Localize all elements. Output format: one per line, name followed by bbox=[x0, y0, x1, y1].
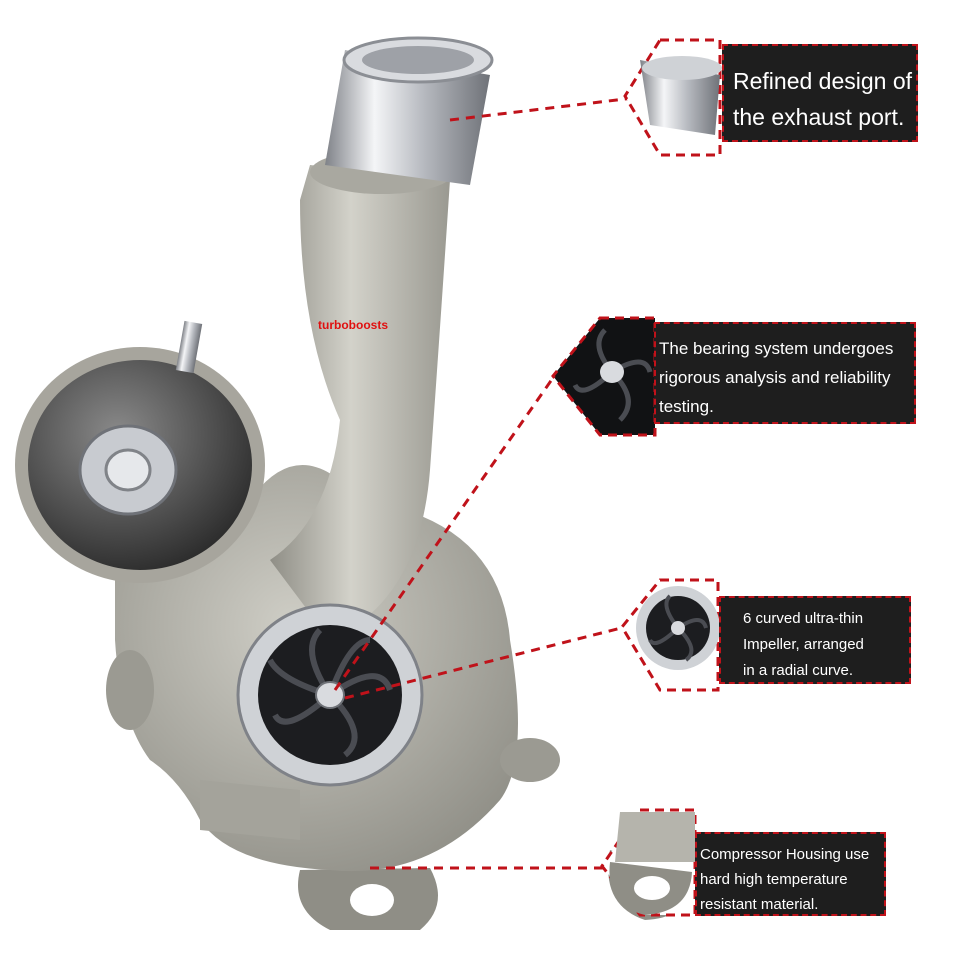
leader-bearing-system bbox=[333, 374, 557, 691]
thumb-exhaust-port bbox=[623, 38, 722, 157]
wastegate-actuator bbox=[15, 320, 265, 583]
impeller-inlet bbox=[236, 603, 424, 787]
thumb-impeller bbox=[620, 578, 720, 692]
exhaust-port bbox=[325, 36, 494, 185]
callout-exhaust-port-text: Refined design of the exhaust port. bbox=[733, 68, 913, 130]
callout-compressor-housing-text: Compressor Housing use hard high tempera… bbox=[700, 846, 870, 913]
leader-lines bbox=[333, 94, 651, 870]
thumb-compressor-housing bbox=[600, 808, 697, 917]
callout-bearing-system-text: The bearing system undergoes rigorous an… bbox=[659, 339, 894, 416]
leader-impeller bbox=[344, 625, 626, 700]
callout-exhaust-port: Refined design of the exhaust port. bbox=[722, 44, 918, 142]
callout-compressor-housing: Compressor Housing use hard high tempera… bbox=[695, 832, 886, 916]
thumb-bearing-system bbox=[551, 316, 657, 437]
leader-exhaust-port bbox=[449, 94, 651, 122]
callout-bearing-system: The bearing system undergoes rigorous an… bbox=[654, 322, 916, 424]
callout-impeller: 6 curved ultra-thin Impeller, arranged i… bbox=[719, 596, 911, 684]
watermark-text: turboboosts bbox=[318, 318, 388, 332]
callout-impeller-text: 6 curved ultra-thin Impeller, arranged i… bbox=[743, 610, 864, 679]
